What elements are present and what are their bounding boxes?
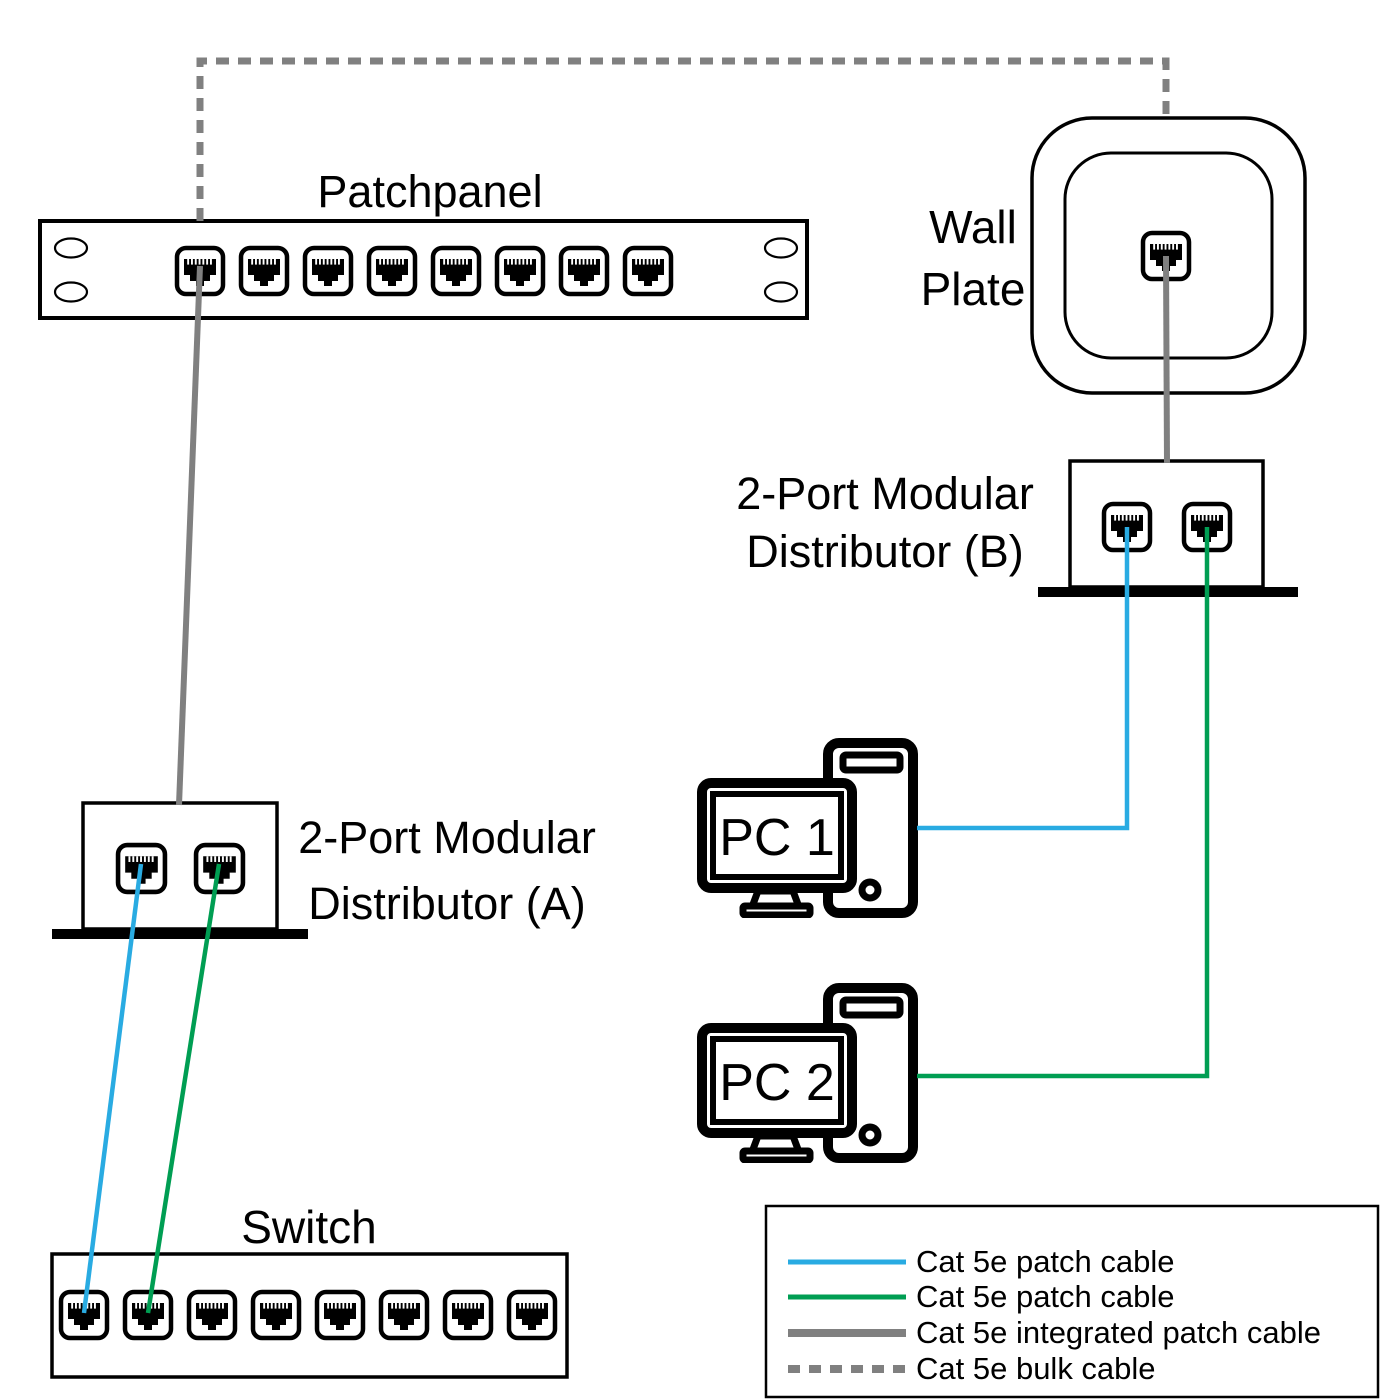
distributor-b-label-line2: Distributor (B)	[746, 526, 1024, 577]
distributor-a-label-line1: 2-Port Modular	[298, 812, 596, 863]
rj45-port	[625, 248, 671, 294]
cable-patch-green-b	[917, 527, 1210, 1079]
cable-bulk	[196, 57, 1170, 221]
cable-patch-blue-a	[81, 863, 144, 1314]
switch-label: Switch	[241, 1201, 376, 1253]
patchpanel: Patchpanel	[38, 166, 809, 320]
rj45-port	[305, 248, 351, 294]
wall-plate: Wall Plate	[921, 116, 1307, 395]
legend: Cat 5e patch cable Cat 5e patch cable Ca…	[764, 1204, 1380, 1399]
patchpanel-body	[38, 219, 809, 320]
rj45-port	[253, 1292, 299, 1338]
pc2-label: PC 2	[719, 1054, 835, 1112]
wall-plate-label-line2: Plate	[921, 263, 1026, 315]
pc-1: PC 1	[702, 743, 913, 915]
switch: Switch	[50, 1201, 569, 1379]
cables	[81, 57, 1210, 1314]
rj45-port	[369, 248, 415, 294]
patchpanel-label: Patchpanel	[317, 166, 542, 217]
cable-integrated-b	[1163, 255, 1170, 464]
cable-patch-blue-b	[917, 527, 1130, 831]
distributor-b-body	[1068, 459, 1265, 589]
mounting-hole	[763, 237, 799, 259]
legend-box	[764, 1204, 1380, 1399]
rj45-port	[509, 1292, 555, 1338]
rj45-port	[561, 248, 607, 294]
mounting-hole	[53, 237, 89, 259]
rj45-port	[381, 1292, 427, 1338]
rj45-port	[497, 248, 543, 294]
rj45-port	[189, 1292, 235, 1338]
distributor-a-label-line2: Distributor (A)	[308, 878, 586, 929]
legend-label-integrated: Cat 5e integrated patch cable	[916, 1315, 1321, 1350]
distributor-b-base	[1038, 587, 1298, 597]
pc1-label: PC 1	[719, 809, 835, 867]
rj45-port	[433, 248, 479, 294]
distributor-a: 2-Port Modular Distributor (A)	[52, 801, 596, 939]
pc-2: PC 2	[702, 988, 913, 1160]
legend-label-patch-green: Cat 5e patch cable	[916, 1279, 1175, 1314]
mounting-hole	[53, 281, 89, 303]
legend-label-patch-blue: Cat 5e patch cable	[916, 1244, 1175, 1279]
rj45-port	[317, 1292, 363, 1338]
distributor-b-label-line1: 2-Port Modular	[736, 468, 1034, 519]
rj45-port	[241, 248, 287, 294]
distributor-a-base	[52, 929, 308, 939]
distributor-b: 2-Port Modular Distributor (B)	[736, 459, 1298, 597]
cable-patch-green-a	[145, 863, 222, 1314]
cable-integrated-a	[176, 265, 203, 806]
mounting-hole	[763, 281, 799, 303]
distributor-a-body	[81, 801, 279, 931]
legend-label-bulk: Cat 5e bulk cable	[916, 1351, 1156, 1386]
wall-plate-label-line1: Wall	[929, 201, 1017, 253]
rj45-port	[445, 1292, 491, 1338]
